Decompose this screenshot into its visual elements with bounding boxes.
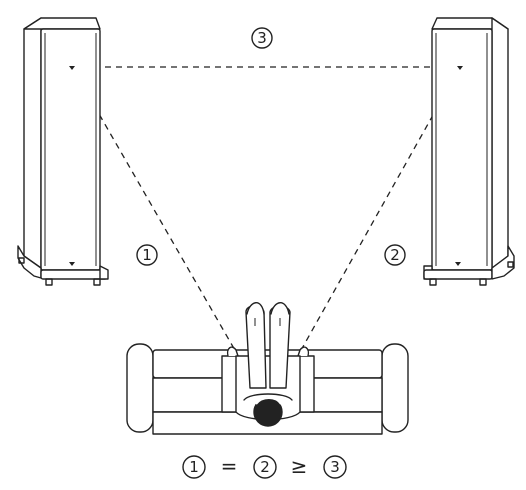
formula-term-2: 2 xyxy=(260,458,270,476)
formula-equals: = xyxy=(221,454,238,478)
left-speaker-icon xyxy=(17,17,109,286)
listening-triangle xyxy=(71,66,461,353)
formula-term-1: 1 xyxy=(189,458,199,476)
label-2-text: 2 xyxy=(390,246,400,264)
listener-icon xyxy=(221,302,315,427)
label-1-text: 1 xyxy=(142,246,152,264)
label-2-marker: 2 xyxy=(384,244,406,266)
label-3-text: 3 xyxy=(257,29,267,47)
formula-greater-equal: ≥ xyxy=(291,454,308,478)
right-speaker-icon xyxy=(423,17,515,286)
label-3-marker: 3 xyxy=(251,27,273,49)
formula-term-3: 3 xyxy=(330,458,340,476)
label-1-marker: 1 xyxy=(136,244,158,266)
distance-formula: 1 = 2 ≥ 3 xyxy=(182,454,347,479)
